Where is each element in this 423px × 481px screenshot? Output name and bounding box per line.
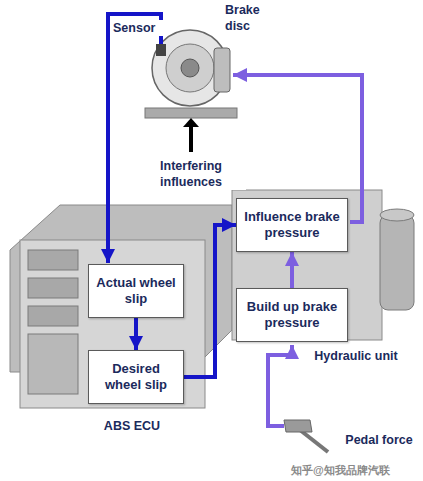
sensor-signal-line [108, 14, 161, 263]
wheel-sensor [156, 44, 166, 56]
part-label: Hydraulic unit [300, 348, 412, 364]
ecu-connector [28, 250, 78, 270]
box-text: Actual wheel slip [94, 275, 178, 307]
process-box: Influence brake pressure [236, 198, 348, 252]
ecu-connector [28, 278, 78, 298]
part-label: ABS ECU [92, 418, 172, 434]
pump-motor-end [380, 209, 414, 221]
road-surface [145, 108, 237, 118]
flow-arrow [290, 252, 294, 288]
box-text: Build up brake pressure [242, 299, 342, 331]
pedal-arm [300, 430, 328, 452]
tone-ring [166, 44, 214, 92]
process-box: Build up brake pressure [236, 288, 348, 342]
process-box: Actual wheel slip [88, 264, 184, 318]
part-label: 知乎@知我品牌汽联 [290, 462, 420, 478]
flow-arrow [184, 225, 236, 377]
part-label: Sensor [112, 20, 168, 36]
box-text: Influence brake pressure [242, 209, 342, 241]
ecu-connector [28, 306, 78, 326]
box-text: Desired wheel slip [94, 361, 178, 393]
ecu-connector [28, 334, 78, 394]
disturbance-arrow [189, 126, 193, 152]
flow-arrow [134, 318, 138, 350]
process-box: Desired wheel slip [88, 350, 184, 404]
disturbance-arrowhead [183, 118, 199, 127]
part-label: Interfering influences [136, 158, 246, 190]
part-label: Brake disc [224, 2, 270, 34]
pedal-pad [284, 420, 312, 432]
brake-caliper [214, 48, 230, 92]
pedal-force-line [268, 345, 292, 426]
ecu-front-plate [20, 240, 205, 408]
pump-motor [380, 215, 414, 310]
hub [181, 59, 199, 77]
part-label: Pedal force [338, 432, 420, 448]
